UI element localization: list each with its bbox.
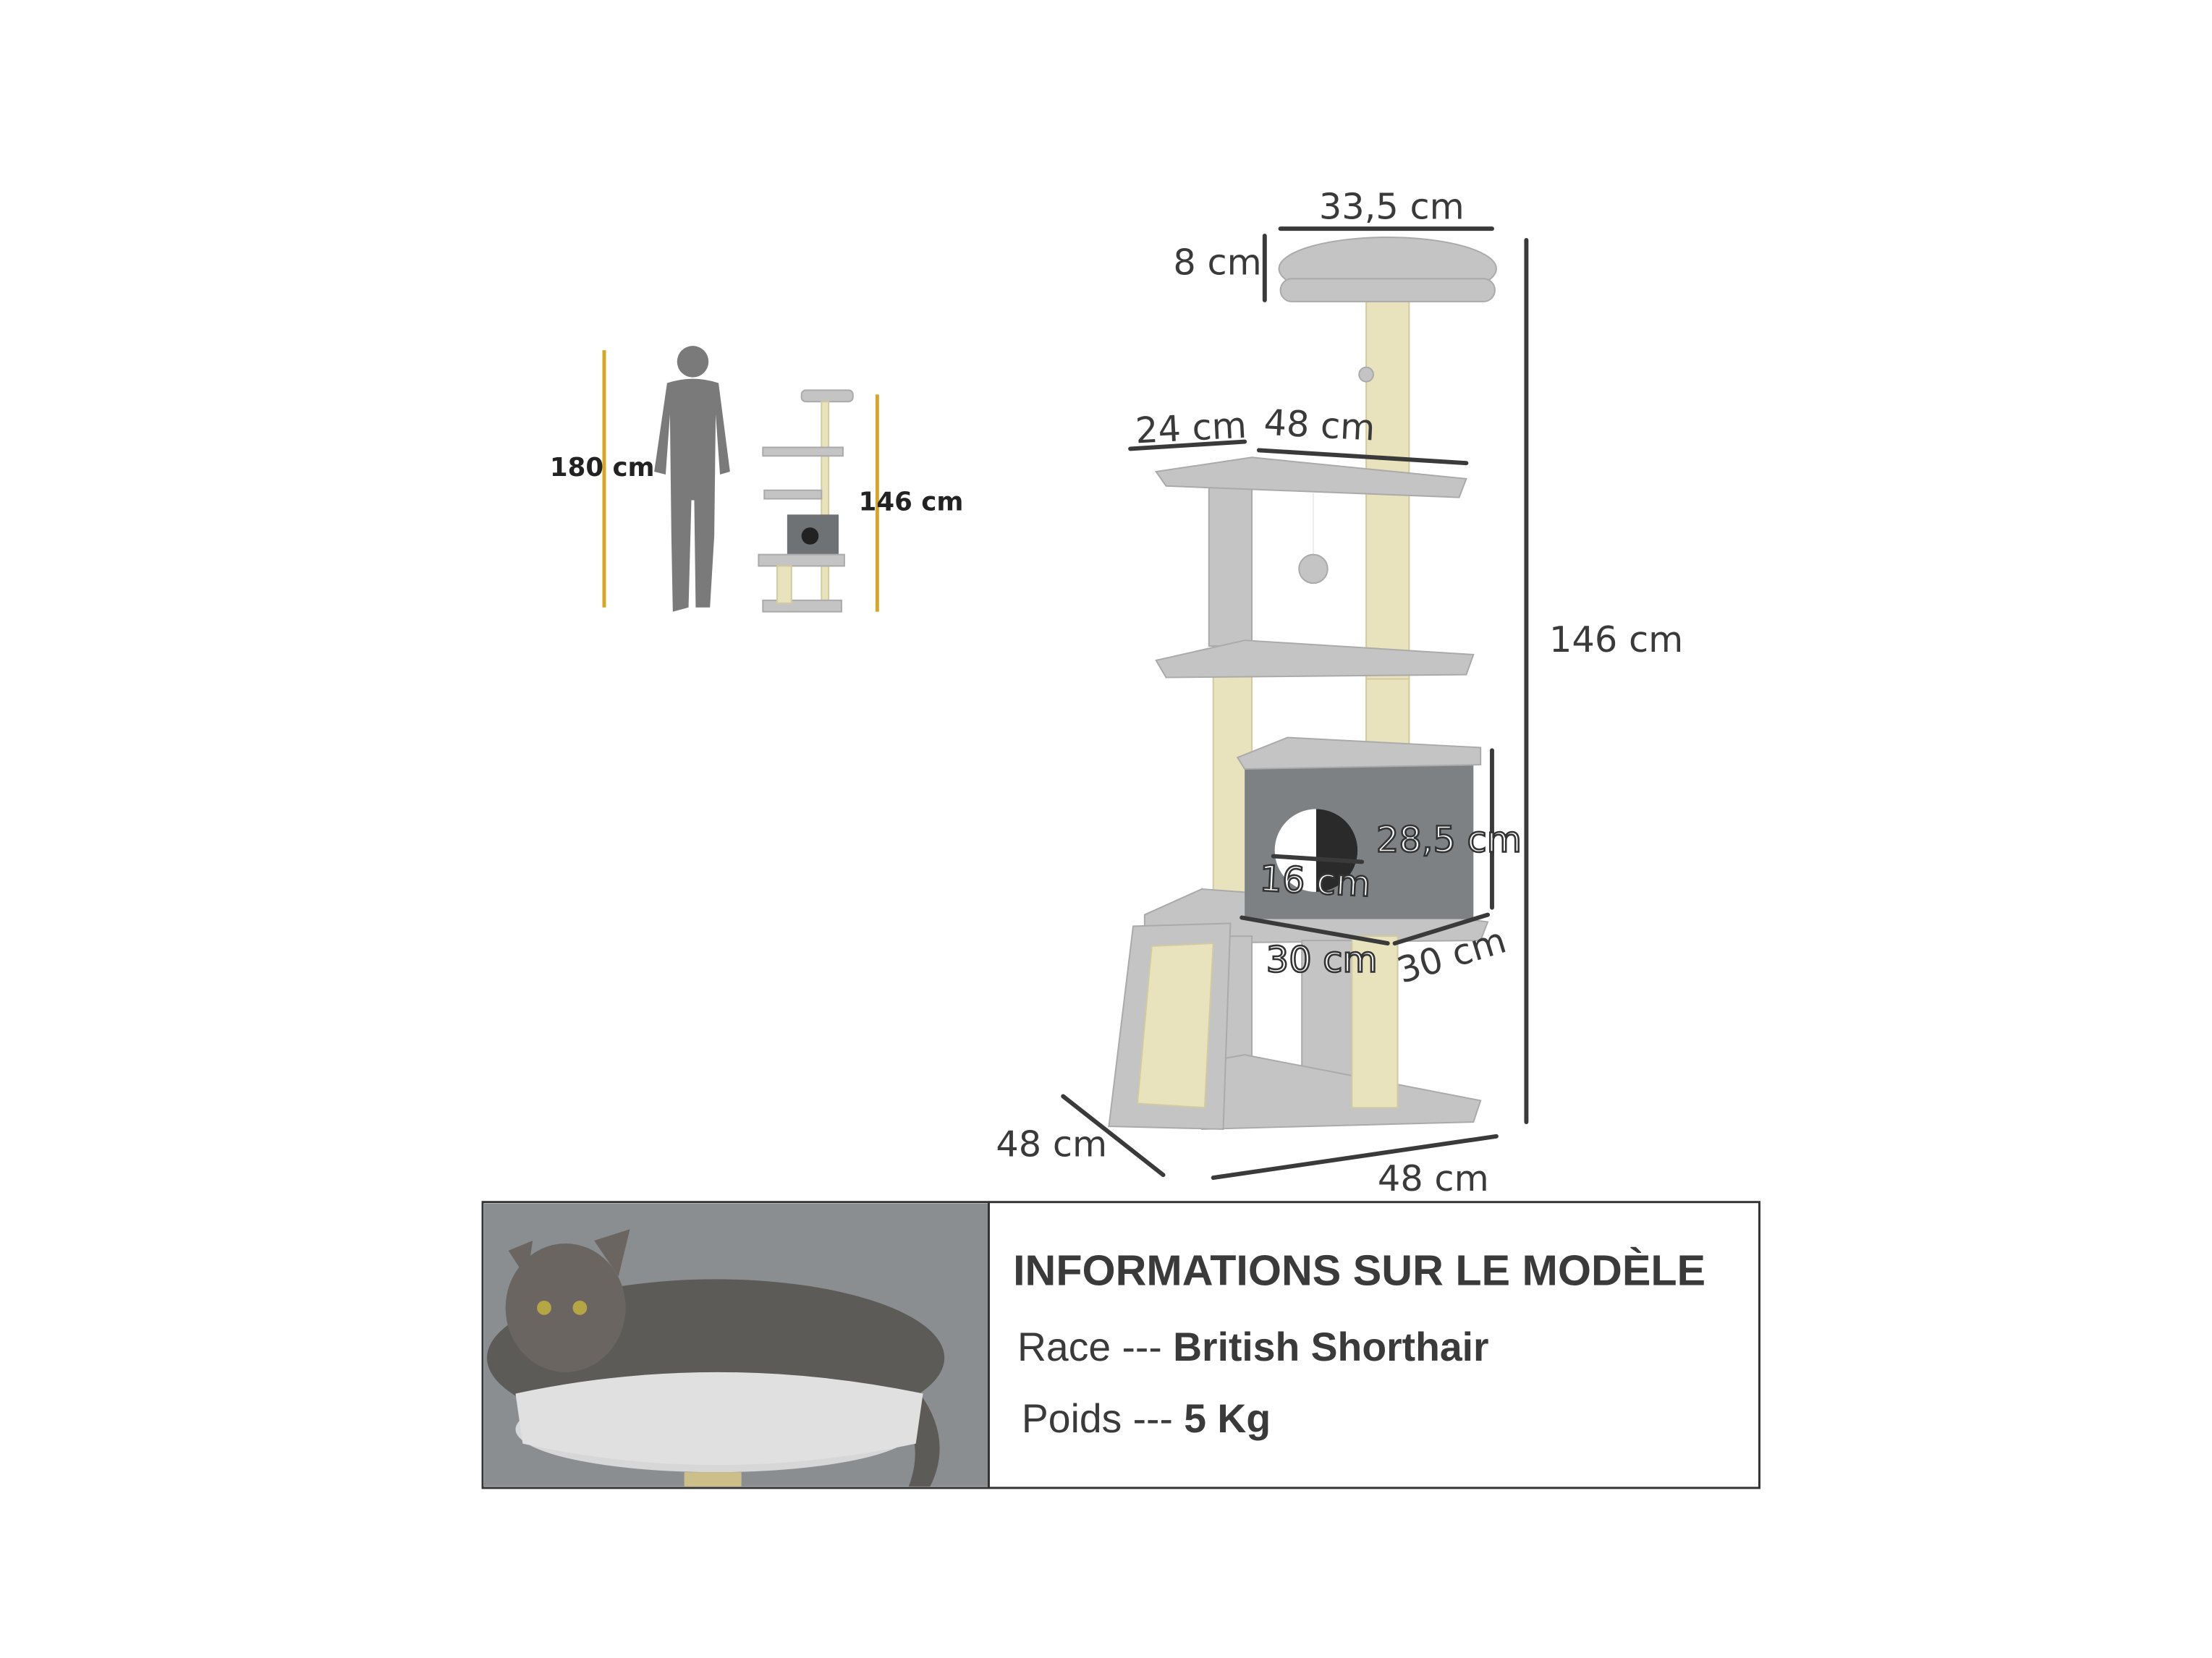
hole-diameter-label: 16 cm [1258,857,1372,905]
breed-value: British Shorthair [1173,1325,1488,1369]
weight-value: 5 Kg [1184,1396,1271,1441]
base-width-label: 48 cm [1378,1157,1489,1199]
breed-label: Race --- [1017,1325,1173,1369]
shelf-depth-label: 24 cm [1135,404,1248,452]
top-height-label: 8 cm [1173,241,1261,283]
model-info-title: INFORMATIONS SUR LE MODÈLE [1013,1246,1705,1294]
tree-height-label: 146 cm [859,487,964,516]
person-silhouette-icon [654,346,730,612]
breed-line: Race --- British Shorthair [1017,1325,1489,1369]
base-depth-label: 48 cm [996,1123,1107,1165]
small-cat-tree-image [758,389,854,613]
total-height-label: 146 cm [1549,618,1683,660]
model-info-box: INFORMATIONS SUR LE MODÈLE Race --- Brit… [481,1201,1760,1489]
cat-model-photo [484,1203,989,1487]
box-width-label: 30 cm [1266,939,1378,981]
top-width-label: 33,5 cm [1319,185,1465,227]
person-height-label: 180 cm [550,453,655,482]
cat-tree-image [1108,237,1497,1130]
size-comparison: 180 cm 146 cm [550,346,964,613]
shelf-width-label: 48 cm [1263,401,1376,449]
weight-label: Poids --- [1022,1396,1184,1441]
weight-line: Poids --- 5 Kg [1022,1396,1271,1441]
box-height-label: 28,5 cm [1376,819,1522,861]
